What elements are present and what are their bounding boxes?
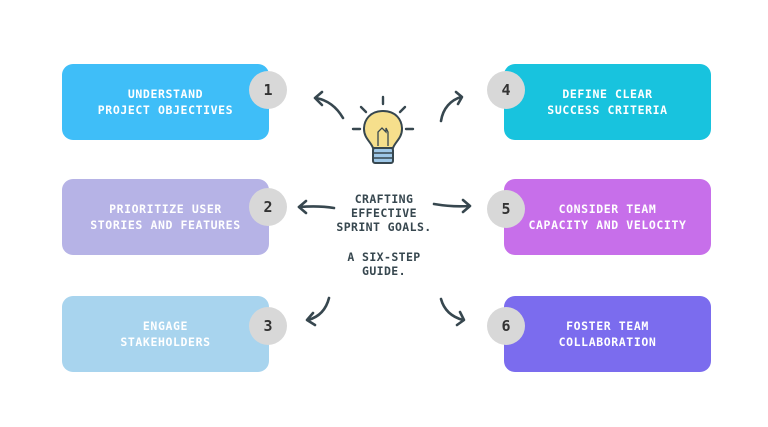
curved-arrow-icon-to-step-4 — [439, 90, 464, 123]
step-number-badge-3: 3 — [249, 307, 287, 345]
center-subtitle: A SIX-STEP GUIDE. — [347, 250, 421, 278]
step-label-6: FOSTER TEAM COLLABORATION — [558, 319, 657, 349]
curved-arrow-icon-to-step-2 — [297, 199, 336, 215]
step-box-1: UNDERSTAND PROJECT OBJECTIVES — [62, 64, 269, 140]
curved-arrow-icon-to-step-3 — [305, 296, 331, 327]
center-title: CRAFTING EFFECTIVE SPRINT GOALS. — [336, 192, 432, 234]
curved-arrow-icon-to-step-5 — [432, 198, 472, 214]
step-box-4: DEFINE CLEAR SUCCESS CRITERIA — [504, 64, 711, 140]
step-label-1: UNDERSTAND PROJECT OBJECTIVES — [97, 87, 234, 117]
step-label-4: DEFINE CLEAR SUCCESS CRITERIA — [547, 87, 668, 117]
step-box-5: CONSIDER TEAM CAPACITY AND VELOCITY — [504, 179, 711, 255]
curved-arrow-icon-to-step-6 — [439, 297, 466, 327]
lightbulb-icon — [351, 95, 415, 164]
step-box-6: FOSTER TEAM COLLABORATION — [504, 296, 711, 372]
step-label-3: ENGAGE STAKEHOLDERS — [120, 319, 211, 349]
step-number-badge-4: 4 — [487, 71, 525, 109]
step-label-5: CONSIDER TEAM CAPACITY AND VELOCITY — [528, 202, 687, 232]
step-number-badge-2: 2 — [249, 188, 287, 226]
step-box-3: ENGAGE STAKEHOLDERS — [62, 296, 269, 372]
step-number-badge-5: 5 — [487, 190, 525, 228]
step-box-2: PRIORITIZE USER STORIES AND FEATURES — [62, 179, 269, 255]
step-label-2: PRIORITIZE USER STORIES AND FEATURES — [90, 202, 241, 232]
step-number-badge-1: 1 — [249, 71, 287, 109]
step-number-badge-6: 6 — [487, 307, 525, 345]
curved-arrow-icon-to-step-1 — [313, 90, 345, 120]
